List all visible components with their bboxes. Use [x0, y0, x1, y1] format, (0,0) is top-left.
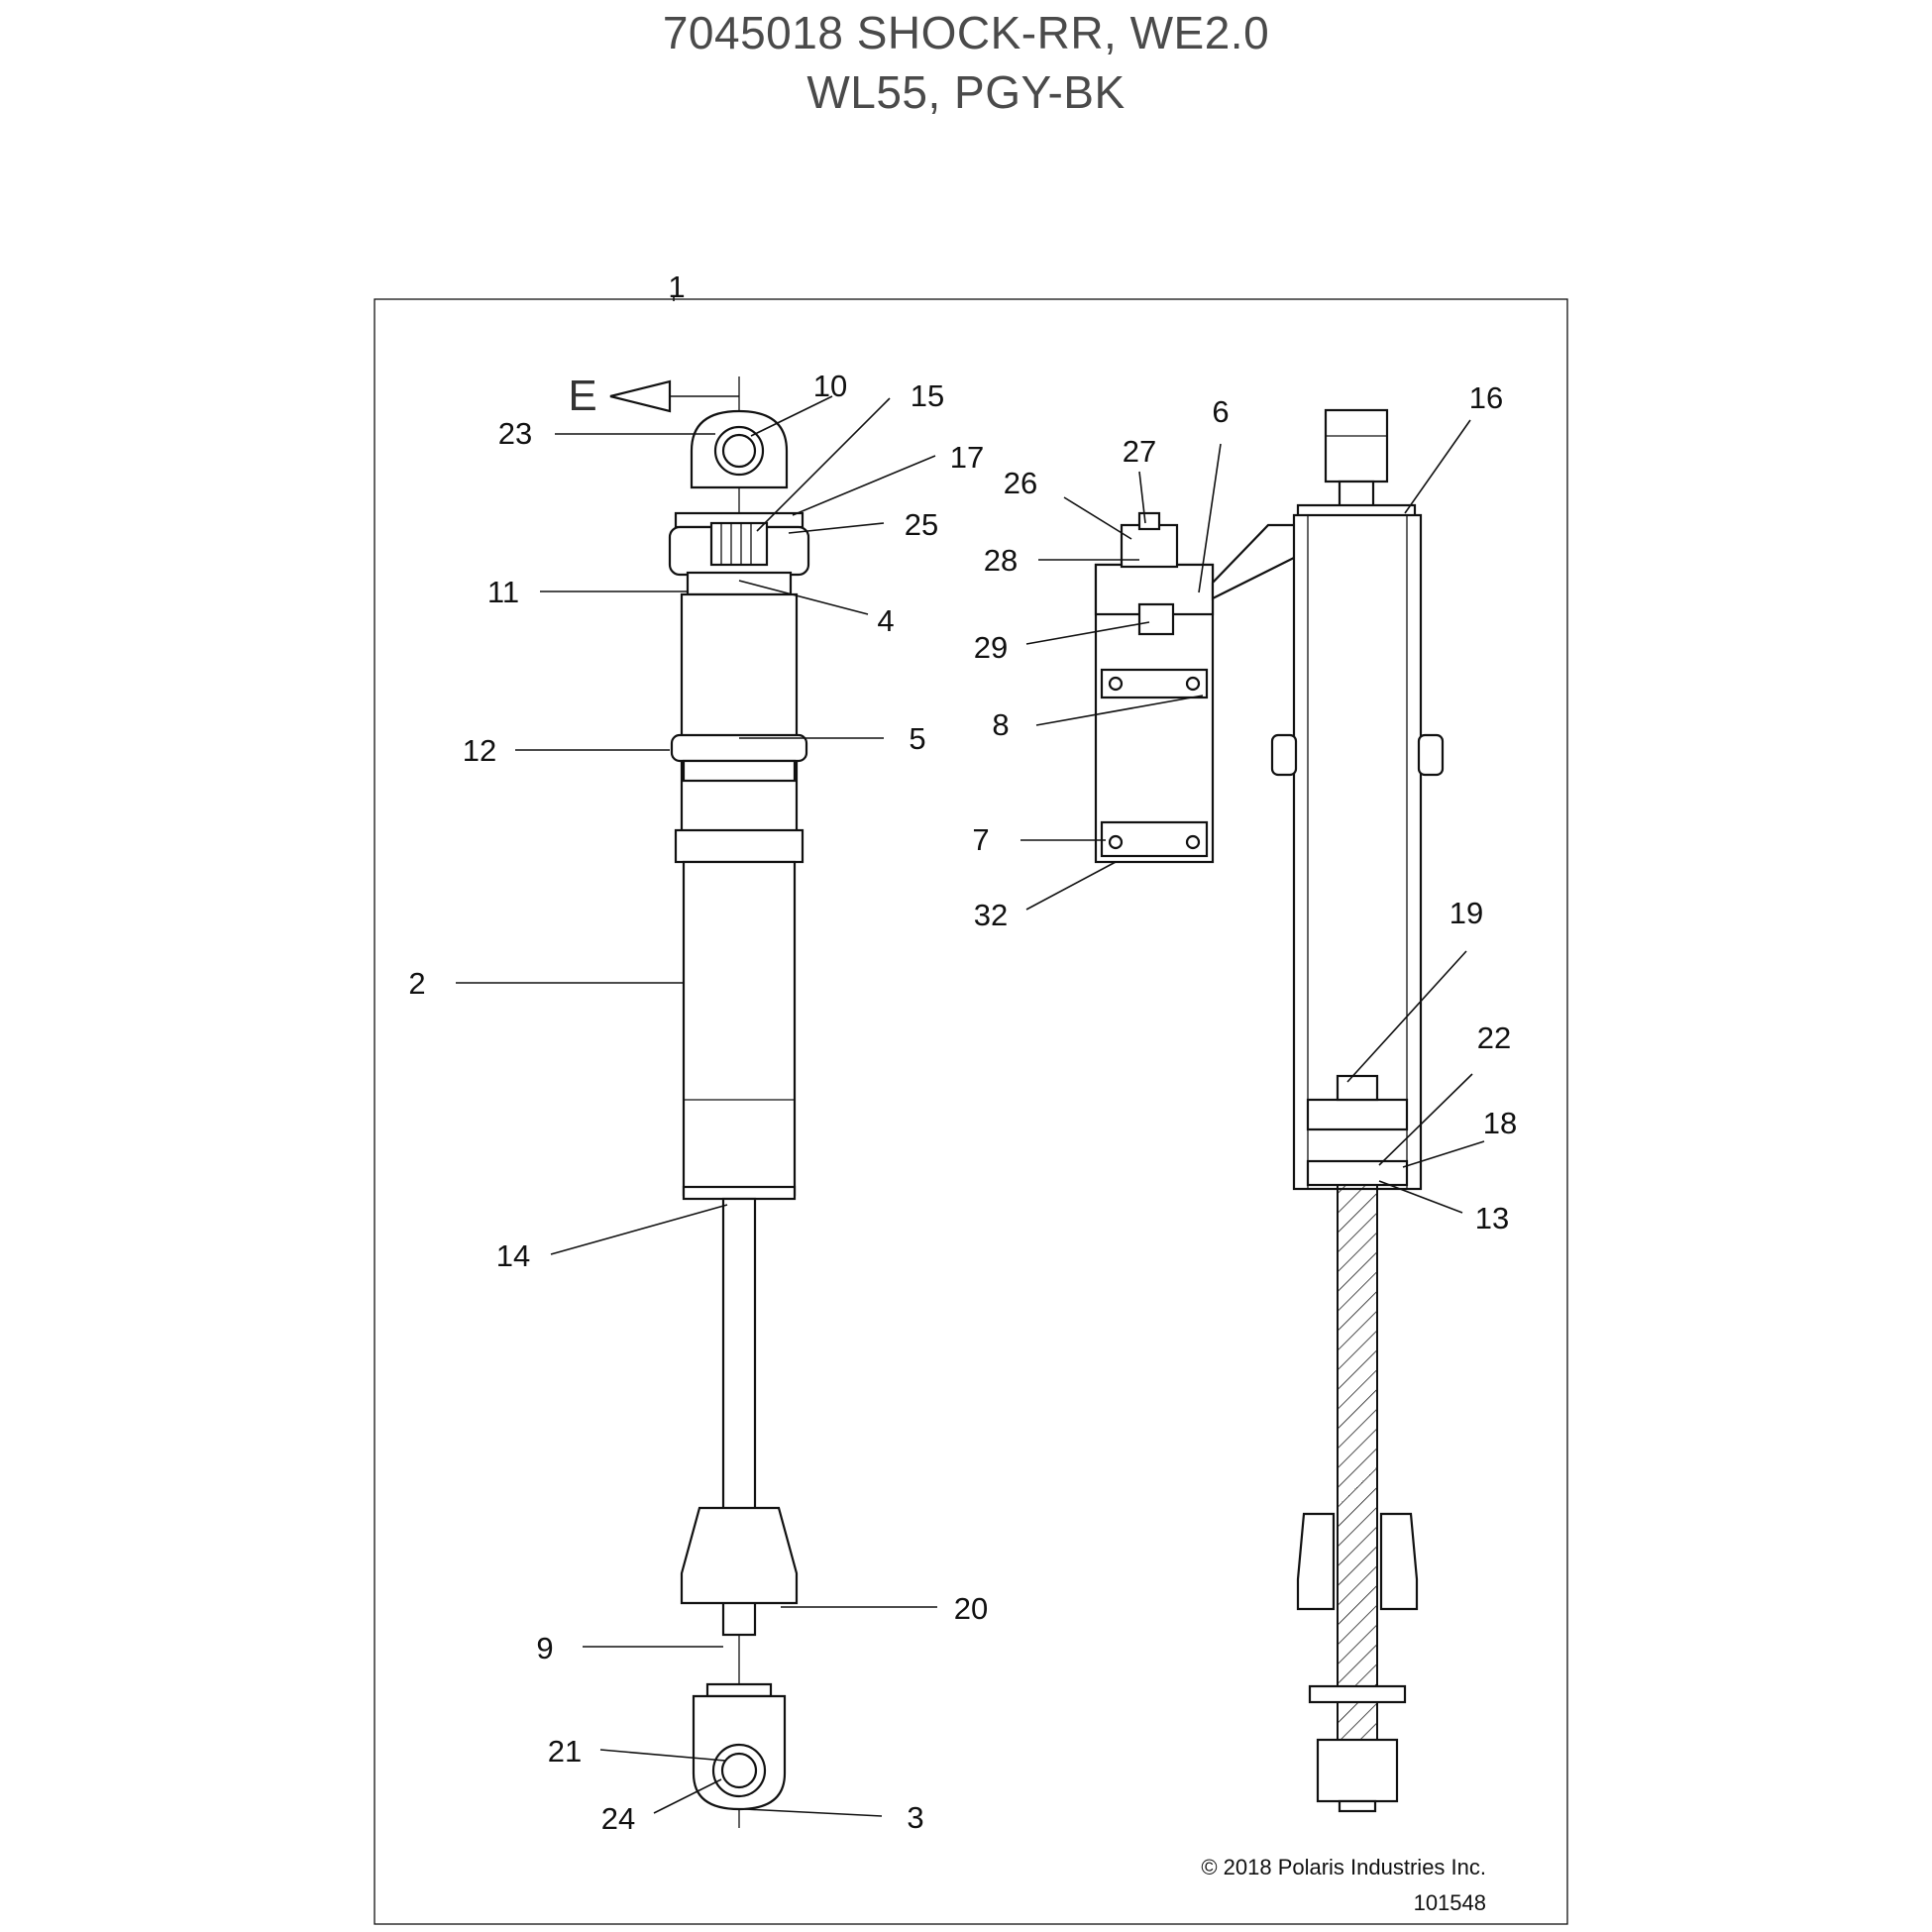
callout-14: 14 [496, 1238, 530, 1273]
callout-24: 24 [601, 1801, 635, 1836]
callout-23: 23 [498, 416, 532, 451]
callout-4: 4 [877, 603, 894, 638]
section-top-mount [1324, 408, 1389, 483]
wiper-seal-ring [682, 1185, 797, 1201]
reservoir-check-valve [1137, 602, 1175, 636]
callout-3: 3 [907, 1800, 923, 1835]
callout-28: 28 [984, 543, 1018, 578]
callout-6: 6 [1212, 394, 1229, 429]
direction-arrow-head [609, 379, 672, 413]
callout-32: 32 [974, 898, 1008, 932]
callout-21: 21 [548, 1734, 582, 1769]
collar-base [682, 759, 797, 783]
callout-2: 2 [408, 966, 425, 1001]
callout-1: 1 [668, 269, 685, 304]
reservoir-section [1094, 511, 1306, 864]
seal-ring [686, 571, 793, 596]
shock-body [680, 592, 799, 862]
callout-16: 16 [1469, 380, 1503, 415]
callout-17: 17 [950, 440, 984, 475]
callout-27: 27 [1123, 434, 1156, 469]
direction-label: E [568, 372, 596, 420]
callout-5: 5 [909, 721, 925, 756]
callout-numbers: 1 2 3 4 5 6 7 8 9 10 11 12 13 14 15 16 1… [408, 269, 1517, 1836]
section-seal-head [1306, 1159, 1409, 1187]
callout-10: 10 [813, 369, 847, 403]
callout-25: 25 [905, 507, 938, 542]
shock-cross-section [1270, 408, 1445, 1813]
callout-26: 26 [1004, 466, 1037, 500]
callout-13: 13 [1475, 1201, 1509, 1235]
callout-19: 19 [1449, 896, 1483, 930]
bump-stop [680, 1506, 799, 1605]
callout-29: 29 [974, 630, 1008, 665]
spring-adjuster-collar [670, 733, 808, 763]
callout-11: 11 [487, 575, 519, 609]
callout-7: 7 [972, 822, 989, 857]
reservoir-hose [1211, 523, 1306, 600]
section-piston [1306, 1098, 1409, 1131]
body-tube [682, 860, 797, 1197]
crossover-ring [674, 828, 805, 864]
copyright-text: © 2018 Polaris Industries Inc. [1201, 1855, 1486, 1879]
reservoir-schrader-valve [1137, 511, 1161, 531]
callout-9: 9 [536, 1631, 553, 1665]
assembled-shock [609, 376, 810, 1828]
callout-22: 22 [1477, 1020, 1511, 1055]
diagram-title-line1: 7045018 SHOCK-RR, WE2.0 [662, 7, 1270, 58]
callout-15: 15 [911, 378, 944, 413]
diagram-frame [374, 298, 1568, 1925]
callout-20: 20 [954, 1591, 988, 1626]
top-eye-bore [721, 433, 757, 469]
adjuster-knob [709, 521, 769, 567]
leader-lines [456, 297, 1485, 1817]
figure-id: 101548 [1414, 1890, 1486, 1915]
section-lower-eye [1316, 1738, 1399, 1803]
callout-12: 12 [463, 733, 496, 768]
callout-8: 8 [992, 707, 1009, 742]
section-shaft [1337, 1184, 1378, 1741]
lower-eye-bore [720, 1752, 758, 1789]
lower-eye-collar [705, 1682, 773, 1698]
diagram-title-line2: WL55, PGY-BK [806, 66, 1126, 118]
callout-18: 18 [1483, 1106, 1517, 1140]
